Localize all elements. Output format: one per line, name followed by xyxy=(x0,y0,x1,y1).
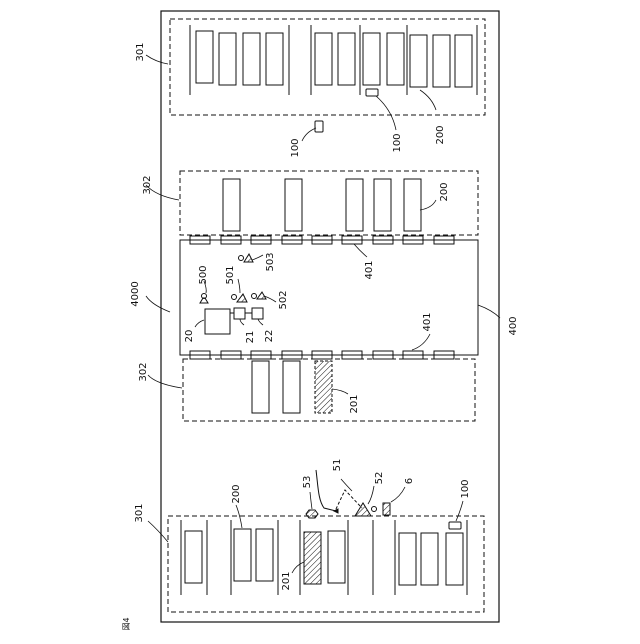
pickup-path-51 xyxy=(316,470,362,513)
shelf-rows-bottom xyxy=(181,520,467,595)
worker-501-icon xyxy=(232,294,248,302)
worker-52-icon xyxy=(355,503,377,516)
label-503: 503 xyxy=(265,252,276,271)
storage-area-302-upper xyxy=(180,171,478,235)
transport-robot-100-top xyxy=(366,89,378,96)
leader-lines xyxy=(146,55,500,573)
unit-21 xyxy=(234,308,245,319)
label-22: 22 xyxy=(264,330,275,343)
label-401-b: 401 xyxy=(422,312,433,331)
label-200-b: 200 xyxy=(439,182,450,201)
shelves-lower-302 xyxy=(252,361,300,413)
label-502: 502 xyxy=(278,290,289,309)
label-200-a: 200 xyxy=(435,125,446,144)
controller-units xyxy=(205,308,263,334)
label-100-c: 100 xyxy=(460,479,471,498)
label-400: 400 xyxy=(508,316,519,335)
label-500: 500 xyxy=(198,265,209,284)
label-51: 51 xyxy=(332,459,343,472)
label-302-upper: 302 xyxy=(142,175,153,194)
label-401-a: 401 xyxy=(364,260,375,279)
object-53-icon xyxy=(306,510,318,518)
shelf-rows-top xyxy=(190,25,477,95)
facility-outline xyxy=(161,11,499,622)
label-100-a: 100 xyxy=(290,138,301,157)
label-53: 53 xyxy=(302,476,313,489)
label-301-top: 301 xyxy=(135,42,146,61)
figure-label: 図4 xyxy=(122,617,131,630)
worker-502-icon xyxy=(252,292,267,299)
shelf-201-hatched-middle xyxy=(315,361,332,413)
label-4000: 4000 xyxy=(130,281,141,306)
label-21: 21 xyxy=(245,331,256,344)
label-501: 501 xyxy=(225,265,236,284)
transport-robot-100-free xyxy=(315,121,323,132)
label-301-bottom: 301 xyxy=(134,503,145,522)
label-201-a: 201 xyxy=(349,394,360,413)
transport-robot-100-bottom xyxy=(449,522,461,529)
controller-20 xyxy=(205,309,230,334)
shelves-upper-302 xyxy=(223,179,421,231)
label-6: 6 xyxy=(404,478,415,484)
device-6 xyxy=(383,503,390,515)
label-201-b: 201 xyxy=(281,571,292,590)
unit-22 xyxy=(252,308,263,319)
label-20: 20 xyxy=(184,330,195,343)
label-100-b: 100 xyxy=(392,133,403,152)
worker-500-icon xyxy=(200,294,208,304)
label-200-c: 200 xyxy=(231,484,242,503)
label-52: 52 xyxy=(374,472,385,485)
worker-503-icon xyxy=(239,254,254,262)
shelf-201-hatched-bottom xyxy=(304,532,321,584)
label-302-lower: 302 xyxy=(138,362,149,381)
storage-area-301-bottom xyxy=(168,516,484,612)
work-area-400 xyxy=(180,240,478,355)
